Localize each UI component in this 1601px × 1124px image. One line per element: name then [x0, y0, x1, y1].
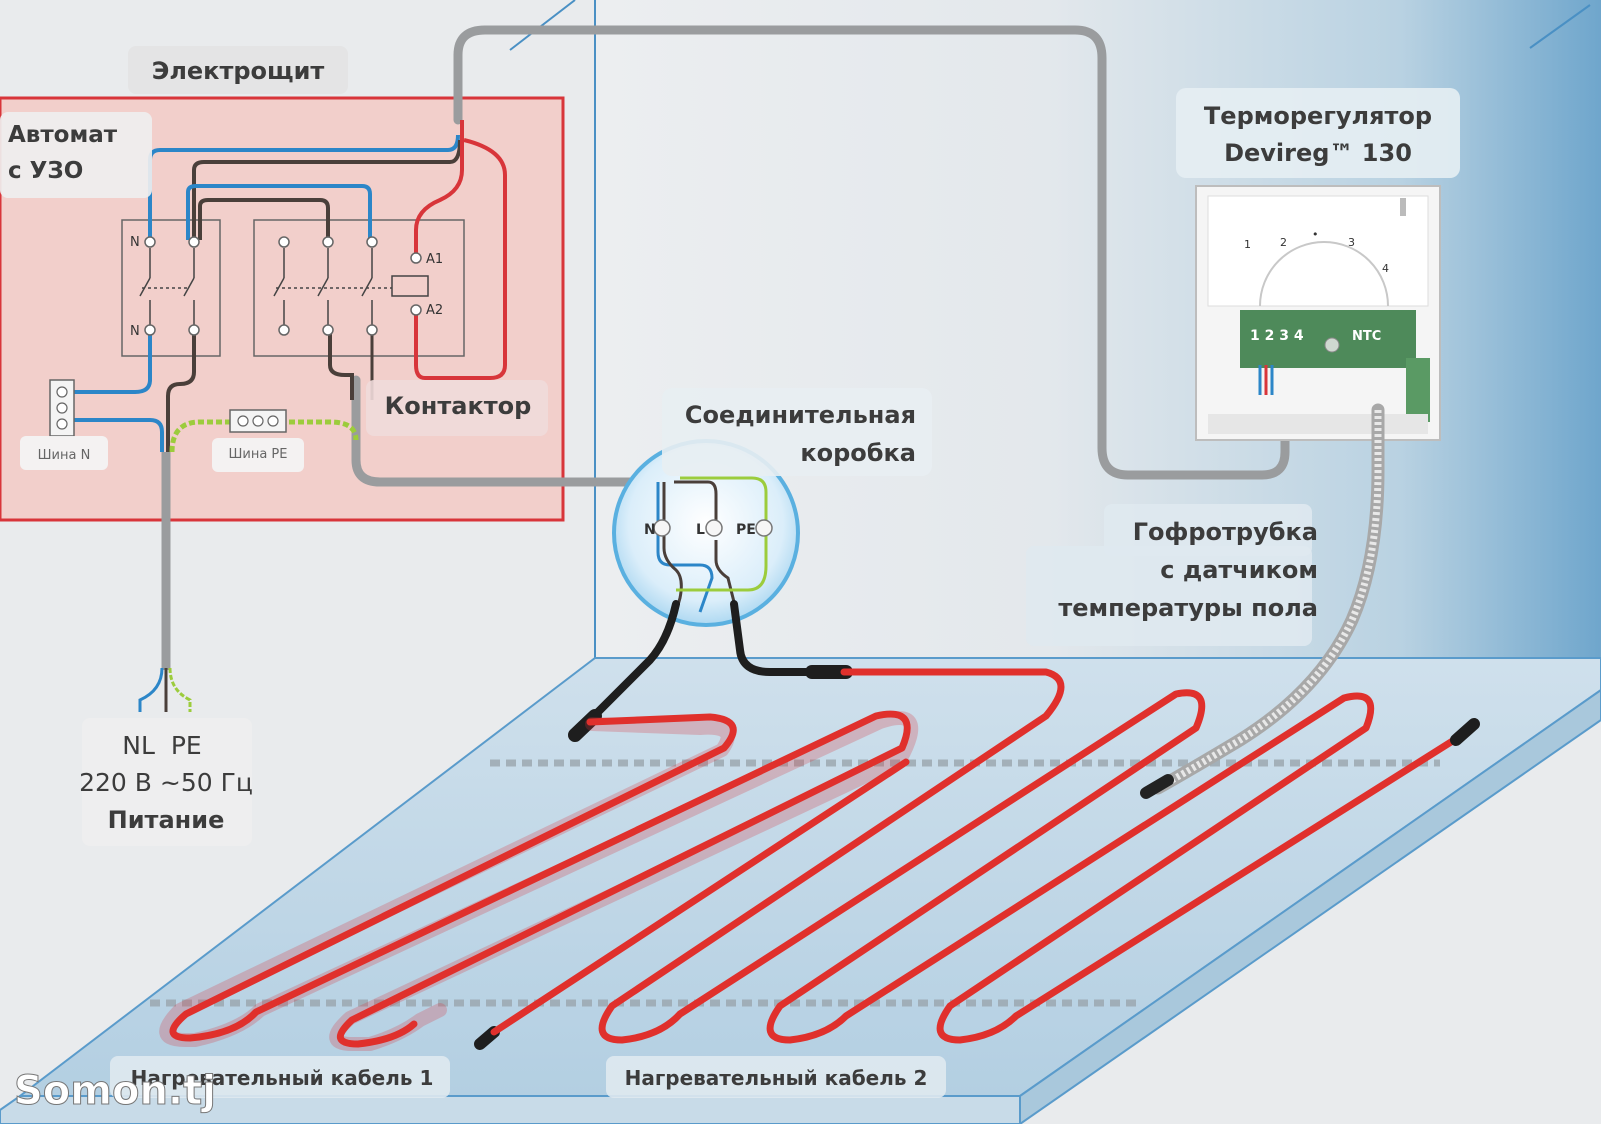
supply-title: Питание	[108, 806, 225, 834]
dial-mark-dot: •	[1312, 228, 1319, 241]
cable2-label-bg	[606, 1056, 946, 1098]
heating-cable-1-tail	[490, 758, 910, 1036]
supply-voltage-label: 220 В ~50 Гц	[79, 768, 253, 797]
thermostat	[1195, 185, 1441, 441]
wire-blue-bus-to-supply	[72, 418, 164, 452]
thermostat-label-bg	[1176, 88, 1460, 178]
supply-wires-label: NL PE	[122, 731, 201, 760]
heating-cable-1	[169, 710, 911, 1048]
conduit-label-line3: температуры пола	[1058, 594, 1318, 622]
contactor-label: Контактор	[385, 392, 532, 420]
dial-mark-4: 4	[1382, 262, 1389, 275]
rcd-top-n-label: N	[130, 235, 140, 250]
heating-cable-2	[598, 668, 1474, 1044]
thermostat-label-line1: Терморегулятор	[1204, 102, 1432, 130]
dial-mark-3: 3	[1348, 236, 1355, 249]
conduit-panel-thermostat	[453, 25, 1290, 480]
sensor-conduit-ribs	[1156, 410, 1382, 792]
cold-lead-1	[581, 600, 680, 729]
conduit-label-bg-1	[1104, 504, 1312, 556]
cable-2-end-cap	[1450, 718, 1480, 746]
panel-label-bg	[128, 46, 348, 94]
wire-green-pe	[169, 419, 359, 453]
contactor-label-bg	[366, 380, 548, 436]
wire-red-a1	[414, 120, 464, 258]
bus-pe-terminals	[237, 415, 279, 427]
rcd-breaker	[121, 219, 221, 357]
wire-blue-to-bus-n	[72, 330, 152, 394]
panel-terminals	[144, 236, 422, 336]
junction-label-bg	[662, 388, 932, 476]
thermo-terminal-numbers: 1 2 3 4	[1250, 328, 1304, 344]
supply-wire-n	[138, 667, 164, 712]
ceiling-edge-line	[509, 0, 576, 51]
thermo-ntc-label: NTC	[1352, 329, 1381, 344]
jbox-wire-blue	[656, 482, 714, 613]
dial-mark-1: 1	[1244, 238, 1251, 251]
dial-mark-2: 2	[1280, 236, 1287, 249]
cold-lead-2	[730, 600, 826, 676]
cable1-label-bg	[110, 1056, 450, 1098]
conduit-label-line2: с датчиком	[1160, 556, 1318, 584]
bus-pe-label: Шина PE	[228, 447, 287, 462]
rcd-contacts	[139, 248, 195, 325]
wire-blue-jumper	[186, 184, 372, 240]
conduit-label-line1: Гофротрубка	[1133, 518, 1318, 546]
wire-brown-supply	[166, 330, 196, 452]
wire-red-a2	[414, 138, 507, 380]
breaker-label-bg	[0, 112, 152, 198]
breaker-label-line1: Автомат	[8, 122, 118, 148]
floor-sensor	[1140, 774, 1174, 799]
cable1-label: Нагревательный кабель 1	[131, 1066, 434, 1090]
wire-brown-jumper	[198, 198, 330, 240]
junction-label-line2: коробка	[800, 439, 916, 467]
cable2-label: Нагревательный кабель 2	[625, 1066, 928, 1090]
coil-a2-label: A2	[426, 303, 443, 318]
jbox-n-label: N	[644, 522, 656, 538]
conduit-panel-junction	[351, 375, 665, 487]
contactor-box	[253, 219, 465, 357]
thermostat-label-line2: Devireg™ 130	[1224, 139, 1412, 167]
ceiling-edge-line-right	[1529, 4, 1591, 49]
bus-n-label: Шина N	[38, 448, 91, 463]
rcd-bottom-n-label: N	[130, 324, 140, 339]
jbox-terminals	[653, 519, 773, 537]
bus-pe-label-bg	[212, 438, 304, 472]
floor-side-edge	[1019, 688, 1601, 1124]
supply-label-bg	[82, 718, 252, 846]
jbox-l-label: L	[696, 522, 705, 538]
thermo-wires-blue	[1258, 365, 1274, 395]
bus-n-terminals	[56, 386, 68, 430]
conduit-label-bg-2	[1026, 546, 1312, 646]
wire-brown-out	[328, 330, 354, 400]
coil-a1-label: A1	[426, 252, 443, 267]
wire-brown-l-in	[192, 139, 462, 240]
junction-label-line1: Соединительная	[685, 401, 916, 429]
jbox-wire-brown-2	[674, 480, 738, 611]
panel-title: Электрощит	[152, 57, 325, 85]
breaker-label-line2: с УЗО	[8, 158, 83, 184]
bus-n-label-bg	[20, 436, 108, 470]
watermark-text: Somon.tj	[14, 1068, 216, 1114]
contactor-contacts	[273, 248, 429, 325]
jbox-pe-label: PE	[736, 522, 756, 538]
supply-wire-pe	[168, 667, 192, 712]
